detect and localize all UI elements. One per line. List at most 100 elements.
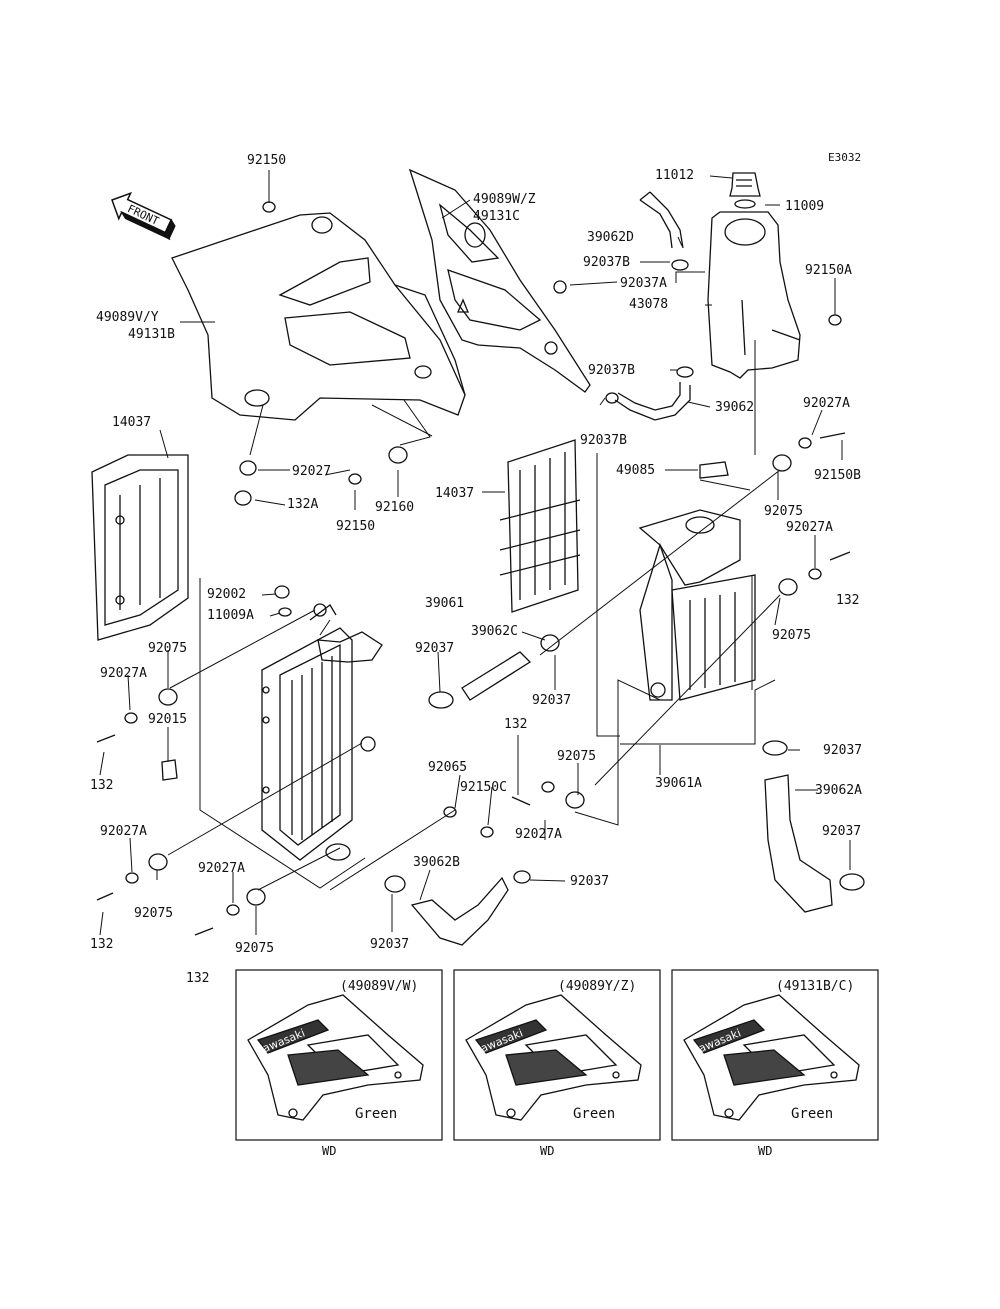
- callout-43078[interactable]: 43078: [629, 297, 669, 312]
- callout-39062d[interactable]: 39062D: [587, 230, 634, 245]
- callout-39061[interactable]: 39061: [425, 596, 465, 611]
- callout-92002[interactable]: 92002: [207, 587, 247, 602]
- callout-132[interactable]: 132: [504, 717, 528, 732]
- callout-92037b[interactable]: 92037B: [580, 433, 627, 448]
- callout-92037b[interactable]: 92037B: [588, 363, 635, 378]
- callout-49085[interactable]: 49085: [616, 463, 656, 478]
- callout-92037[interactable]: 92037: [532, 693, 572, 708]
- fasteners[interactable]: [96, 201, 865, 936]
- right-radiator: [638, 509, 756, 701]
- callout-92075[interactable]: 92075: [134, 906, 174, 921]
- callout-92075[interactable]: 92075: [764, 504, 804, 519]
- bolt-icon: [96, 892, 114, 901]
- bolt-icon: [829, 551, 851, 561]
- callout-11009a[interactable]: 11009A: [207, 608, 254, 623]
- left-radiator: [261, 603, 376, 861]
- bolt-icon: [511, 796, 531, 806]
- inset-2-footer: WD: [540, 1144, 554, 1158]
- callout-11009[interactable]: 11009: [785, 199, 825, 214]
- callout-14037[interactable]: 14037: [435, 486, 475, 501]
- callout-92037[interactable]: 92037: [370, 937, 410, 952]
- callout-132a[interactable]: 132A: [287, 497, 319, 512]
- nut-icon: [808, 568, 822, 580]
- clamp-icon: [384, 875, 406, 893]
- diagram-code: E3032: [828, 151, 862, 164]
- inset-3-title: (49131B/C): [776, 979, 854, 994]
- callout-92027a[interactable]: 92027A: [803, 396, 850, 411]
- bolt-icon: [819, 432, 846, 439]
- callout-92075[interactable]: 92075: [148, 641, 188, 656]
- callout-132[interactable]: 132: [90, 937, 114, 952]
- leader-lines: [99, 170, 851, 936]
- callout-92027a[interactable]: 92027A: [786, 520, 833, 535]
- callout-132[interactable]: 132: [90, 778, 114, 793]
- callout-39062a[interactable]: 39062A: [815, 783, 862, 798]
- inset-3-footer: WD: [758, 1144, 772, 1158]
- grommet-icon: [246, 888, 266, 906]
- callout-92037[interactable]: 92037: [570, 874, 610, 889]
- callout-49131c[interactable]: 49131C: [473, 209, 520, 224]
- callout-132[interactable]: 132: [836, 593, 860, 608]
- callout-92027a[interactable]: 92027A: [198, 861, 245, 876]
- callout-92037[interactable]: 92037: [415, 641, 455, 656]
- callout-92150[interactable]: 92150: [247, 153, 287, 168]
- nut-icon: [798, 437, 812, 449]
- callout-92015[interactable]: 92015: [148, 712, 188, 727]
- nut-icon: [125, 872, 139, 884]
- callout-92075[interactable]: 92075: [772, 628, 812, 643]
- clamp-icon: [839, 873, 865, 891]
- callout-39062b[interactable]: 39062B: [413, 855, 460, 870]
- callout-49089wz[interactable]: 49089W/Z: [473, 192, 536, 207]
- callout-92037[interactable]: 92037: [823, 743, 863, 758]
- callout-39062c[interactable]: 39062C: [471, 624, 518, 639]
- callout-39061a[interactable]: 39061A: [655, 776, 702, 791]
- callout-92150c[interactable]: 92150C: [460, 780, 507, 795]
- clamp-icon: [762, 740, 788, 756]
- callout-92037[interactable]: 92037: [822, 824, 862, 839]
- inset-3-color: Green: [791, 1106, 833, 1122]
- grommet-icon: [388, 446, 408, 464]
- front-arrow-icon: FRONT: [111, 191, 176, 241]
- grommet-icon: [778, 578, 798, 596]
- callout-92027a[interactable]: 92027A: [100, 824, 147, 839]
- callout-49089vy[interactable]: 49089V/Y: [96, 310, 159, 325]
- callout-92160[interactable]: 92160: [375, 500, 415, 515]
- inset-shroud-1: [247, 994, 424, 1121]
- callout-92065[interactable]: 92065: [428, 760, 468, 775]
- callout-92150a[interactable]: 92150A: [805, 263, 852, 278]
- clamp-icon: [553, 280, 567, 294]
- nut-icon: [226, 904, 240, 916]
- callout-92075[interactable]: 92075: [235, 941, 275, 956]
- grommet-icon: [148, 853, 168, 871]
- callout-92150[interactable]: 92150: [336, 519, 376, 534]
- callout-92027a[interactable]: 92027A: [515, 827, 562, 842]
- bolt-icon: [96, 734, 116, 743]
- left-radiator-guard: [91, 454, 189, 641]
- callout-14037[interactable]: 14037: [112, 415, 152, 430]
- clamp-icon: [428, 691, 454, 709]
- inset-frames: [235, 969, 879, 1141]
- clamp-icon: [234, 490, 252, 506]
- clamp-icon: [671, 259, 689, 271]
- callout-92150b[interactable]: 92150B: [814, 468, 861, 483]
- inset-1-color: Green: [355, 1106, 397, 1122]
- callout-39062[interactable]: 39062: [715, 400, 755, 415]
- inset-shroud-3: [683, 994, 860, 1121]
- callout-11012[interactable]: 11012: [655, 168, 695, 183]
- bolt-icon: [348, 473, 362, 485]
- inset-2-color: Green: [573, 1106, 615, 1122]
- bolt-icon: [194, 927, 214, 936]
- callout-92075[interactable]: 92075: [557, 749, 597, 764]
- washer-icon: [278, 607, 292, 617]
- bolt-icon: [828, 314, 842, 326]
- inset-shroud-2: [465, 994, 642, 1121]
- callout-92027[interactable]: 92027: [292, 464, 332, 479]
- grommet-icon: [565, 791, 585, 809]
- callout-132[interactable]: 132: [186, 971, 210, 986]
- callout-92037a[interactable]: 92037A: [620, 276, 667, 291]
- callout-92027a[interactable]: 92027A: [100, 666, 147, 681]
- callout-49131b[interactable]: 49131B: [128, 327, 175, 342]
- callout-92037b[interactable]: 92037B: [583, 255, 630, 270]
- middle-radiator-guard: [499, 439, 581, 613]
